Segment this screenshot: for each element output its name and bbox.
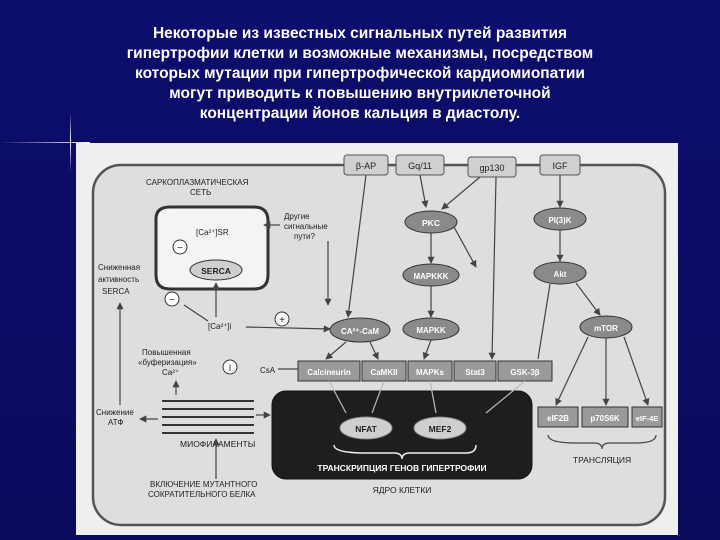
effector-gsk3b-label: GSK-3β bbox=[510, 368, 539, 377]
node-mef2: MEF2 bbox=[413, 416, 467, 440]
buffering-1: Повышенная bbox=[142, 348, 191, 357]
node-akt-label: Akt bbox=[554, 270, 567, 279]
title-line-4: могут приводить к повышению внутриклеточ… bbox=[169, 85, 551, 102]
effector-gsk3b: GSK-3β bbox=[497, 360, 553, 382]
effector-camkii: CaMKII bbox=[361, 360, 407, 382]
factor-eif4e: eIF-4E bbox=[631, 406, 663, 428]
node-ca-cam-label: CA²⁺-CaM bbox=[341, 327, 379, 336]
sr-label-2: СЕТЬ bbox=[190, 188, 211, 197]
node-mef2-label: MEF2 bbox=[429, 424, 452, 434]
sr-minus-sign bbox=[172, 239, 188, 255]
other-pathways-1: Другие bbox=[284, 212, 310, 221]
factor-eif2b-label: eIF2B bbox=[547, 414, 569, 423]
effector-stat3-label: Stat3 bbox=[465, 368, 485, 377]
transcription-label: ТРАНСКРИПЦИЯ ГЕНОВ ГИПЕРТРОФИИ bbox=[317, 463, 486, 473]
serca-minus-sign bbox=[164, 291, 180, 307]
node-akt: Akt bbox=[533, 261, 587, 285]
receptor-gp130-label: gp130 bbox=[479, 163, 504, 173]
factor-eif2b: eIF2B bbox=[537, 406, 579, 428]
receptor-gq11-label: Gq/11 bbox=[408, 161, 432, 171]
transcription-brace bbox=[333, 444, 477, 460]
svg-text:−: − bbox=[177, 243, 183, 254]
receptor-gq11: Gq/11 bbox=[395, 154, 445, 176]
buffering-3: Ca²⁺ bbox=[162, 368, 179, 377]
node-mapkkk: MAPKKK bbox=[402, 263, 460, 287]
node-mapkk: MAPKK bbox=[402, 317, 460, 341]
sr-label-1: САРКОПЛАЗМАТИЧЕСКАЯ bbox=[146, 178, 249, 187]
receptor-igf: IGF bbox=[539, 154, 581, 176]
diagram-svg: β-AP Gq/11 gp130 IGF САРКОПЛАЗМАТИЧЕСКАЯ… bbox=[91, 154, 667, 527]
effector-stat3: Stat3 bbox=[453, 360, 497, 382]
mutant-1: ВКЛЮЧЕНИЕ МУТАНТНОГО bbox=[150, 480, 257, 489]
csa-inhibit-sign bbox=[222, 359, 238, 375]
receptor-gp130: gp130 bbox=[467, 156, 517, 178]
node-mapkk-label: MAPKK bbox=[416, 326, 446, 335]
myofilaments-bundle bbox=[162, 400, 254, 434]
svg-text:−: − bbox=[169, 295, 175, 306]
factor-eif4e-label: eIF-4E bbox=[636, 414, 659, 423]
nucleus-box bbox=[271, 390, 533, 480]
effector-calcineurin-label: Calcineurin bbox=[307, 368, 351, 377]
reduced-serca-3: SERCA bbox=[102, 287, 130, 296]
serca-label: SERCA bbox=[201, 266, 231, 276]
serca-pump bbox=[189, 259, 243, 281]
title-line-2: гипертрофии клетки и возможные механизмы… bbox=[126, 45, 594, 62]
node-pi3k: PI(3)K bbox=[533, 207, 587, 231]
svg-text:I: I bbox=[229, 363, 232, 373]
factor-p70s6k: p70S6K bbox=[581, 406, 629, 428]
ca-i-label: [Ca²⁺]i bbox=[208, 322, 232, 331]
sparkle-decoration-h bbox=[0, 142, 90, 143]
other-pathways-3: пути? bbox=[294, 232, 315, 241]
receptor-beta-ap-label: β-AP bbox=[356, 161, 376, 171]
svg-text:+: + bbox=[279, 315, 285, 326]
factor-p70s6k-label: p70S6K bbox=[590, 414, 620, 423]
reduced-atp-2: АТФ bbox=[108, 418, 123, 427]
node-pkc: PKC bbox=[404, 210, 458, 234]
csa-label: CsA bbox=[260, 366, 276, 375]
node-nfat: NFAT bbox=[339, 416, 393, 440]
node-ca-cam: CA²⁺-CaM bbox=[329, 317, 391, 343]
translation-label: ТРАНСЛЯЦИЯ bbox=[573, 455, 631, 465]
myofilaments-label: МИОФИЛАМЕНТЫ bbox=[180, 439, 255, 449]
node-mapkkk-label: MAPKKK bbox=[413, 272, 448, 281]
reduced-serca-1: Сниженная bbox=[98, 263, 140, 272]
node-mtor: mTOR bbox=[579, 315, 633, 339]
effector-mapks: MAPKs bbox=[407, 360, 453, 382]
ca-plus-sign bbox=[274, 311, 290, 327]
sparkle-decoration-v bbox=[70, 112, 71, 172]
signaling-diagram: β-AP Gq/11 gp130 IGF САРКОПЛАЗМАТИЧЕСКАЯ… bbox=[76, 143, 678, 535]
reduced-atp-1: Снижение bbox=[96, 408, 134, 417]
translation-brace bbox=[547, 434, 657, 450]
mutant-2: СОКРАТИТЕЛЬНОГО БЕЛКА bbox=[148, 490, 256, 499]
buffering-2: «буферизация» bbox=[138, 358, 197, 367]
other-pathways-2: сигнальные bbox=[284, 222, 328, 231]
node-pi3k-label: PI(3)K bbox=[548, 216, 571, 225]
receptor-beta-ap: β-AP bbox=[343, 154, 389, 176]
node-pkc-label: PKC bbox=[422, 218, 440, 228]
effector-calcineurin: Calcineurin bbox=[297, 360, 361, 382]
ca-sr-label: [Ca²⁺]SR bbox=[196, 228, 229, 237]
effector-mapks-label: MAPKs bbox=[416, 368, 445, 377]
slide-title: Некоторые из известных сигнальных путей … bbox=[60, 24, 660, 124]
effector-camkii-label: CaMKII bbox=[370, 368, 397, 377]
nucleus-label: ЯДРО КЛЕТКИ bbox=[373, 485, 432, 495]
node-mtor-label: mTOR bbox=[594, 324, 618, 333]
node-nfat-label: NFAT bbox=[355, 424, 377, 434]
reduced-serca-2: активность bbox=[98, 275, 139, 284]
title-line-1: Некоторые из известных сигнальных путей … bbox=[152, 25, 568, 42]
title-line-3: которых мутации при гипертрофической кар… bbox=[135, 65, 585, 82]
receptor-igf-label: IGF bbox=[553, 161, 569, 171]
title-line-5: концентрации йонов кальция в диастолу. bbox=[199, 105, 521, 122]
